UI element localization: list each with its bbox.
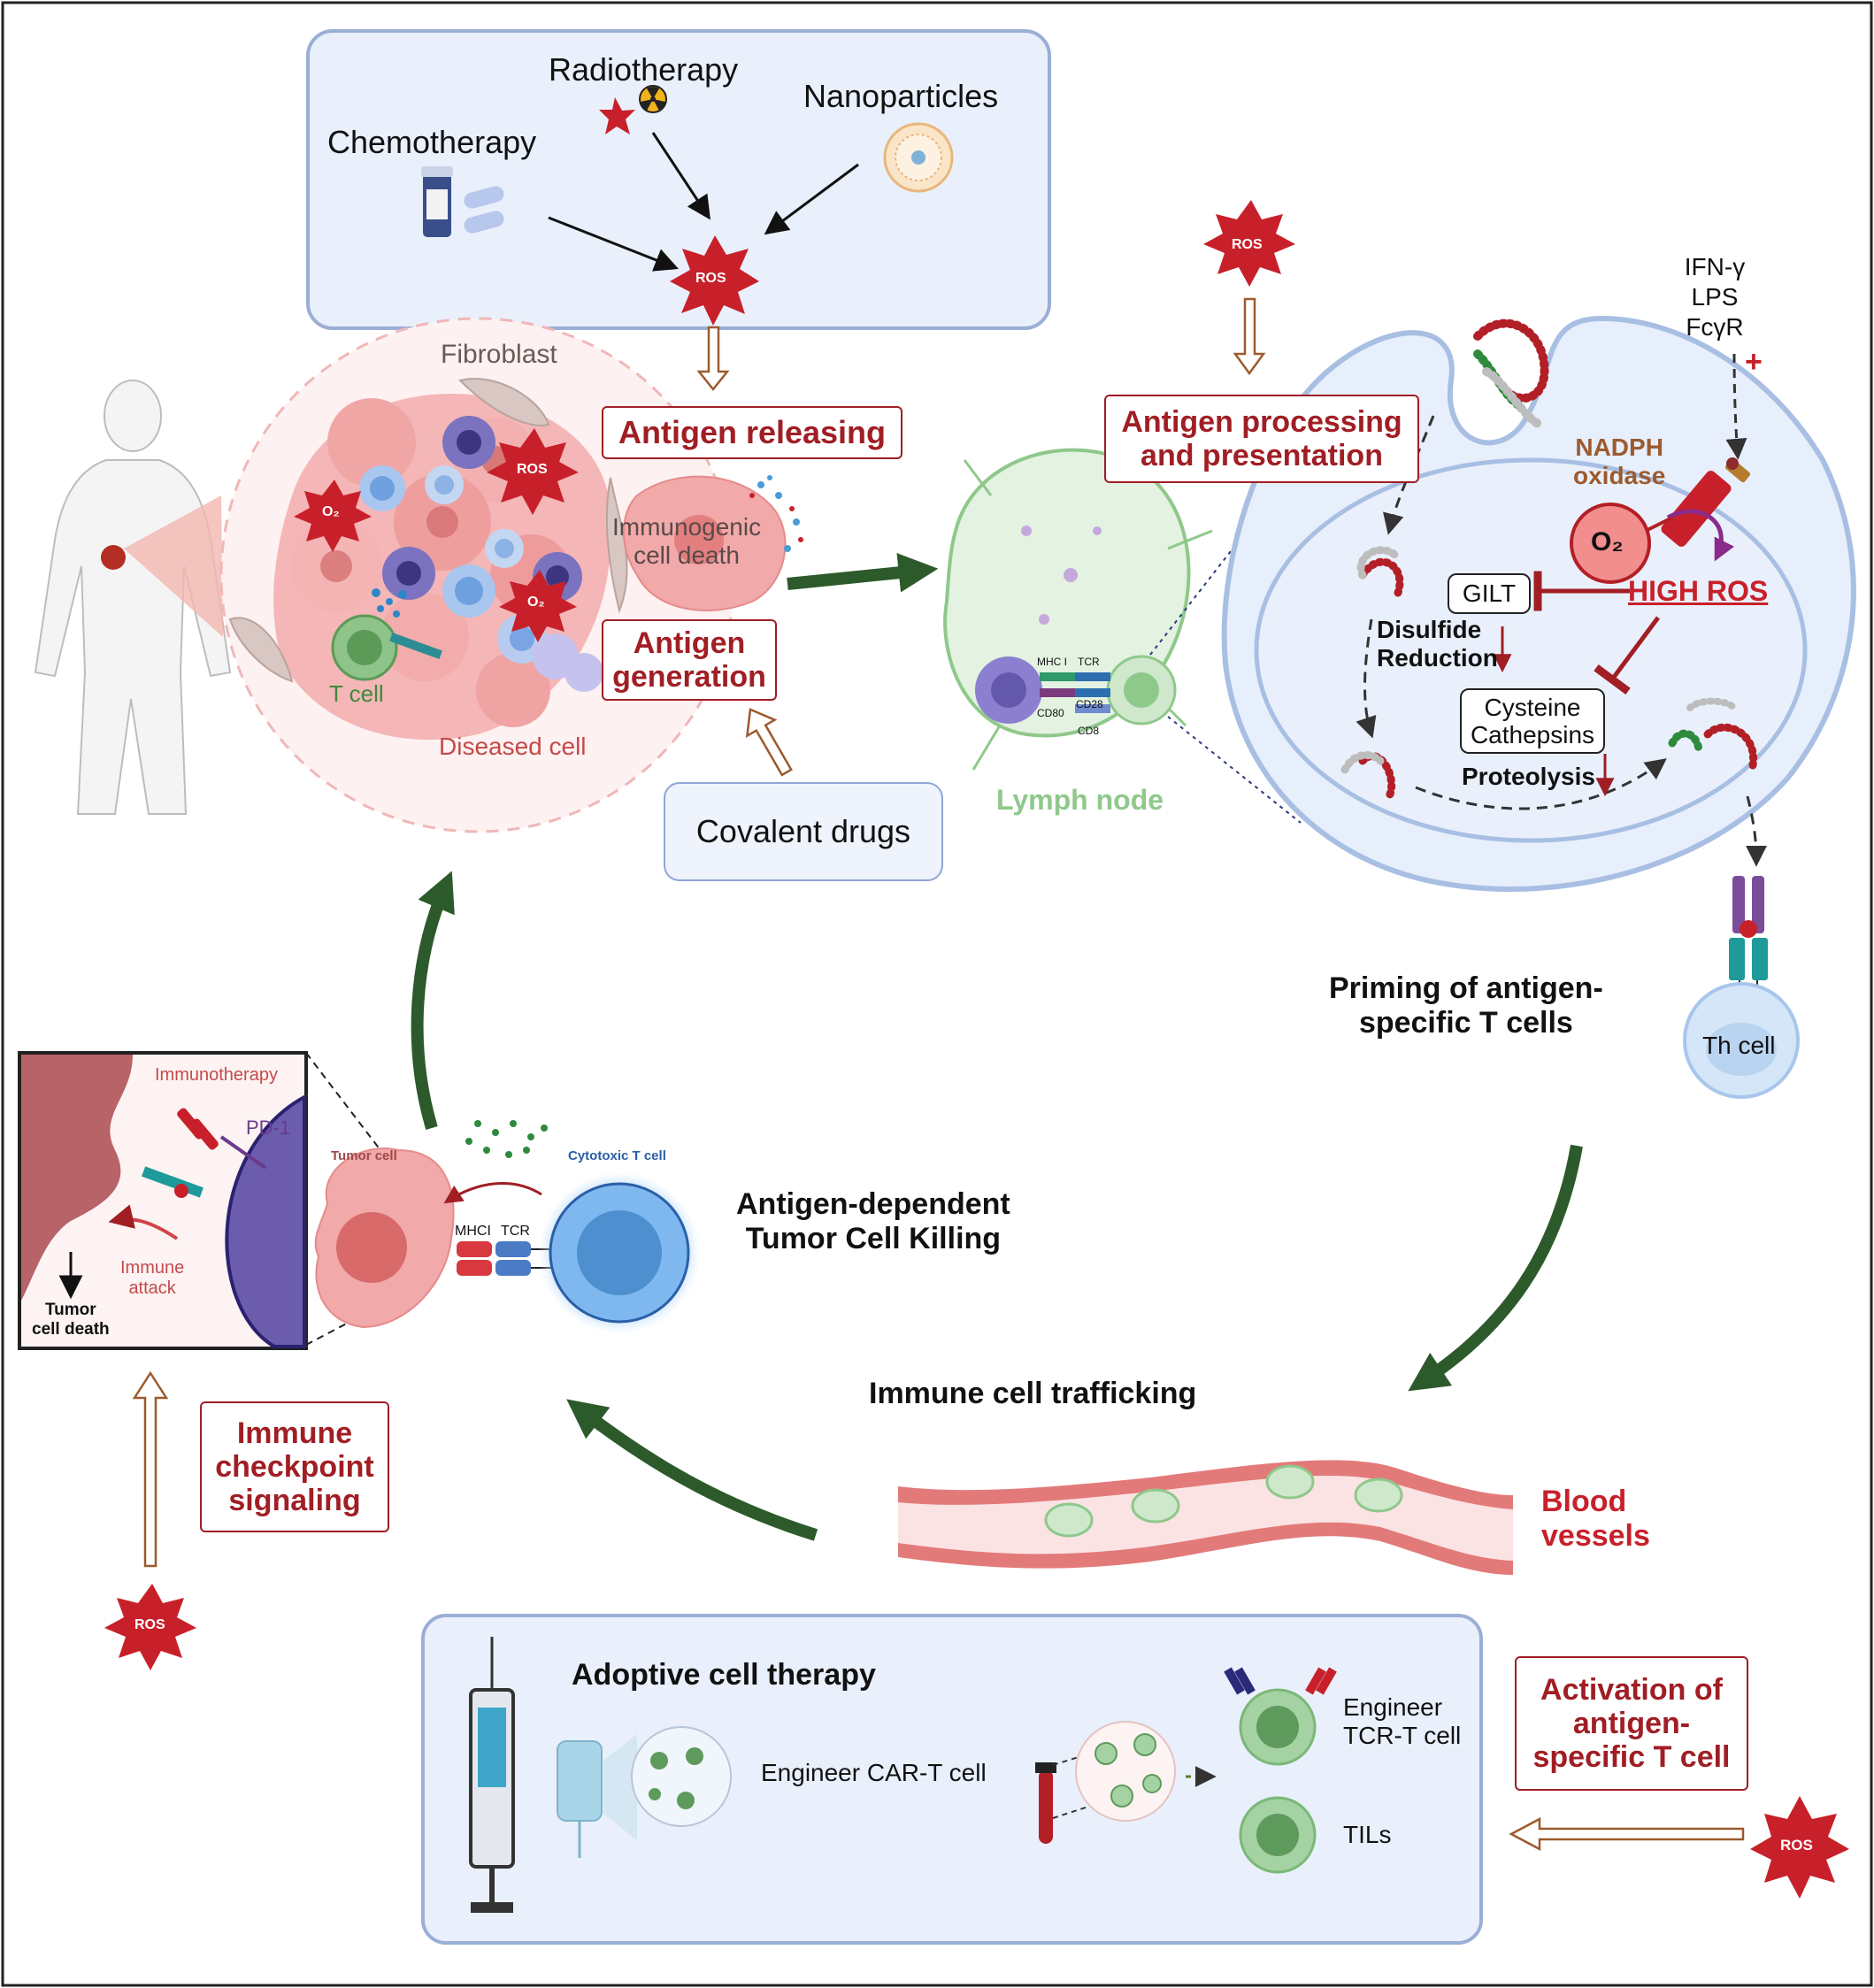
til-cell [1239, 1796, 1317, 1874]
pill-bottle-icon [421, 166, 453, 237]
pd1-label: PD-1 [246, 1117, 291, 1139]
lymph-tcr-label: TCR [1078, 656, 1100, 668]
cd80-label: CD80 [1037, 707, 1064, 719]
cysteine-cathepsins-box: Cysteine Cathepsins [1460, 688, 1605, 754]
capsule-icon [464, 186, 504, 234]
killing-tcr-label: TCR [501, 1224, 530, 1239]
priming-label: Priming of antigen- specific T cells [1329, 971, 1603, 1040]
radiotherapy-label: Radiotherapy [549, 51, 739, 88]
ros-burst-icon [1203, 200, 1295, 287]
therapy-panel [306, 29, 1051, 330]
tumor-o2-text-1: O₂ [322, 504, 340, 519]
antigen-releasing-box: Antigen releasing [602, 406, 902, 459]
iv-bag-icon [557, 1734, 637, 1858]
th-cell-label: Th cell [1702, 1032, 1776, 1059]
dendritic-cells [382, 416, 582, 602]
immunotherapy-label: Immunotherapy [155, 1065, 278, 1085]
o2-burst-icon [499, 570, 577, 642]
trafficking-label: Immune cell trafficking [869, 1377, 1197, 1410]
high-ros-label: HIGH ROS [1628, 575, 1769, 607]
blood-vessel [898, 1460, 1513, 1575]
adoptive-therapy-title: Adoptive cell therapy [572, 1658, 876, 1692]
protein-antigen [1340, 319, 1758, 801]
tcr-t-label: Engineer TCR-T cell [1343, 1693, 1462, 1750]
proteolysis-label: Proteolysis [1462, 763, 1595, 790]
activation-box: Activation of antigen- specific T cell [1515, 1656, 1748, 1791]
ifn-label: IFN-γ [1684, 253, 1746, 280]
disulfide-reduction-label: Disulfide Reduction [1377, 616, 1498, 672]
tumor-ros-text: ROS [517, 462, 548, 477]
nadph-oxidase-label: NADPH oxidase [1573, 434, 1666, 490]
blood-vessels-label: Blood vessels [1541, 1485, 1650, 1554]
fibroblast-cell [228, 378, 628, 683]
tumor-cell-death-label: Tumor cell death [32, 1301, 110, 1339]
covalent-drugs-box: Covalent drugs [664, 782, 943, 881]
car-t-label: Engineer CAR-T cell [761, 1759, 987, 1786]
diseased-cell-label: Diseased cell [439, 733, 587, 760]
left-ros-text: ROS [134, 1617, 165, 1632]
nadph-oxidase [1661, 471, 1732, 547]
fibroblast-label: Fibroblast [441, 340, 557, 369]
right-ros-text: ROS [1780, 1837, 1813, 1854]
tumor-o2-text-2: O₂ [527, 595, 545, 610]
radiation-star-icon [599, 97, 635, 134]
plus-sign: + [1745, 345, 1763, 379]
o2-molecule [1570, 503, 1651, 584]
mhc1-label: MHC I [1037, 656, 1067, 668]
radiation-icon [639, 85, 667, 113]
immune-cells [359, 465, 603, 692]
cell-ros-text: ROS [1232, 237, 1263, 252]
tcr-t-cell [1224, 1667, 1337, 1766]
syringe-icon [469, 1637, 515, 1913]
mhc-ii-receptor [1729, 876, 1768, 1004]
nanoparticle-icon [883, 122, 954, 193]
ros-burst-icon [104, 1584, 196, 1670]
immune-attack-label: Immune attack [120, 1258, 185, 1298]
ros-burst-icon [487, 428, 579, 515]
cd8-label: CD8 [1078, 725, 1100, 737]
antibody-icon [177, 1108, 219, 1150]
tils-label: TILs [1343, 1821, 1392, 1848]
chemotherapy-label: Chemotherapy [327, 124, 537, 160]
car-t-zoom [631, 1726, 732, 1827]
antigen-processing-box: Antigen processing and presentation [1104, 395, 1419, 483]
blood-tube-icon [1035, 1762, 1056, 1844]
o2-label: O₂ [1591, 527, 1624, 556]
tumor-site-icon [101, 545, 126, 570]
immunogenic-dying-cell [623, 475, 803, 611]
antigen-generation-box: Antigen generation [602, 619, 777, 701]
nanoparticles-label: Nanoparticles [803, 78, 999, 114]
immune-checkpoint-box: Immune checkpoint signaling [200, 1401, 389, 1532]
fcyr-label: FcγR [1686, 313, 1744, 341]
killing-title: Antigen-dependent Tumor Cell Killing [736, 1187, 1010, 1256]
immunogenic-cell-death-label: Immunogenic cell death [612, 513, 762, 570]
lymph-node-label: Lymph node [996, 784, 1164, 816]
cd28-label: CD28 [1076, 698, 1103, 710]
o2-burst-icon [294, 480, 372, 552]
ros-burst-icon [1750, 1796, 1849, 1899]
ros-text: ROS [695, 271, 726, 286]
lps-label: LPS [1691, 283, 1739, 311]
cytotoxic-t-cell-label: Cytotoxic T cell [568, 1148, 666, 1163]
tumor-cell-label: Tumor cell [331, 1148, 397, 1163]
mhci-label: MHCI [455, 1224, 491, 1239]
ros-burst-icon [670, 235, 759, 326]
t-cell-label: T cell [329, 680, 384, 707]
adoptive-therapy-panel [421, 1614, 1483, 1945]
gilt-box: GILT [1448, 573, 1531, 614]
